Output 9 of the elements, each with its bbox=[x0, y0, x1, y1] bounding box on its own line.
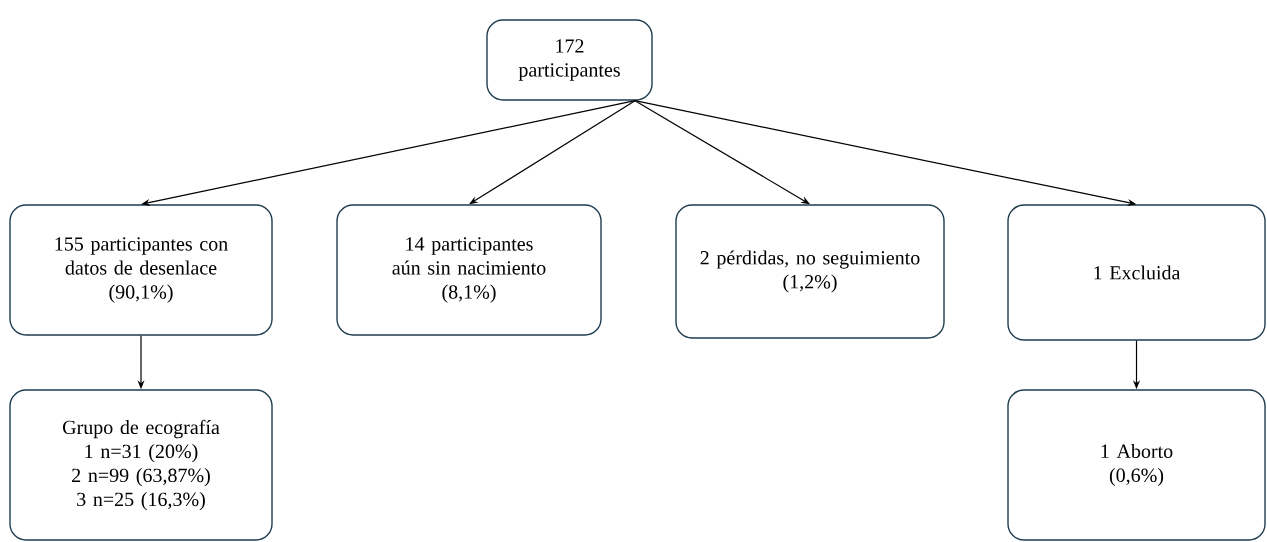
flow-box: 155 participantes con datos de desenlace (90,1%) bbox=[9, 204, 273, 336]
flow-box: Grupo de ecografía 1 n=31 (20%) 2 n=99 (63,87%) 3 n=25 (16,3%) bbox=[9, 389, 273, 541]
arrow bbox=[469, 100, 636, 205]
flow-box: 1 Aborto (0,6%) bbox=[1007, 389, 1266, 541]
arrow bbox=[634, 100, 810, 205]
flow-box: 1 Excluida bbox=[1007, 204, 1266, 341]
flow-box: 172 participantes bbox=[486, 19, 653, 101]
flow-box: 2 pérdidas, no seguimiento (1,2%) bbox=[675, 204, 945, 339]
flow-box: 14 participantes aún sin nacimiento (8,1%) bbox=[336, 204, 602, 336]
